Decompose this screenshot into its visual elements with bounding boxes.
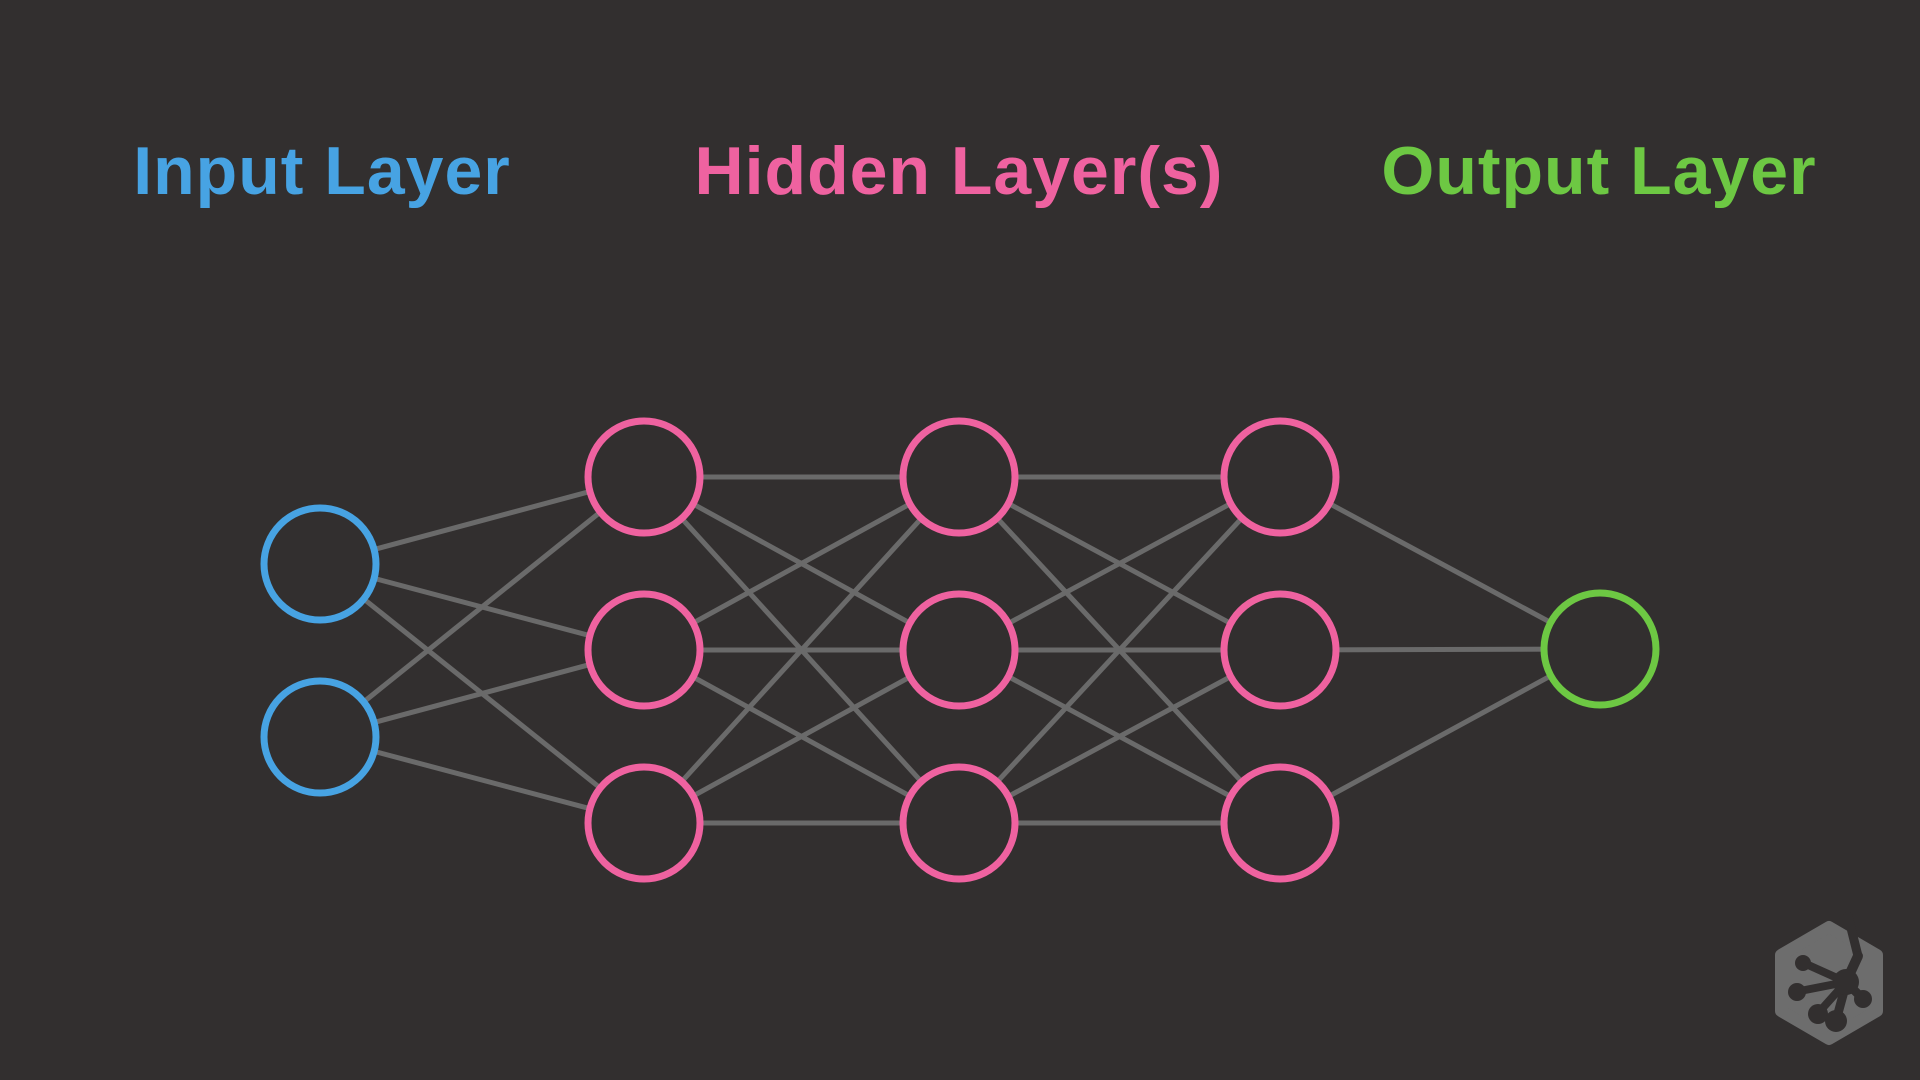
network-edge	[957, 474, 1282, 653]
network-edge	[1278, 646, 1602, 826]
hidden-layer-title: Hidden Layer(s)	[694, 133, 1224, 209]
node-input-1	[260, 504, 380, 624]
node-hidden-3-1	[1220, 417, 1340, 537]
node-hidden-2-3	[899, 763, 1019, 883]
network-edge	[957, 475, 1282, 825]
node-hidden-1-2	[584, 590, 704, 710]
node-hidden-1-3	[584, 763, 704, 883]
node-hidden-3-3	[1220, 763, 1340, 883]
network-edge	[318, 475, 646, 739]
node-hidden-2-2	[899, 590, 1019, 710]
node-hidden-1-1	[584, 417, 704, 537]
input-layer-title: Input Layer	[133, 133, 511, 209]
network-edge	[642, 647, 961, 826]
network-edge	[642, 475, 961, 825]
network-edge	[1278, 474, 1602, 652]
node-hidden-2-1	[899, 417, 1019, 537]
hexagon-frog-logo	[1775, 912, 1883, 1045]
node-input-2	[260, 677, 380, 797]
frog-foot-cutout	[1788, 912, 1872, 1032]
output-layer-title: Output Layer	[1381, 133, 1817, 209]
node-hidden-3-2	[1220, 590, 1340, 710]
network-edge	[642, 474, 961, 653]
node-output-1	[1540, 589, 1660, 709]
network-edge	[957, 647, 1282, 826]
